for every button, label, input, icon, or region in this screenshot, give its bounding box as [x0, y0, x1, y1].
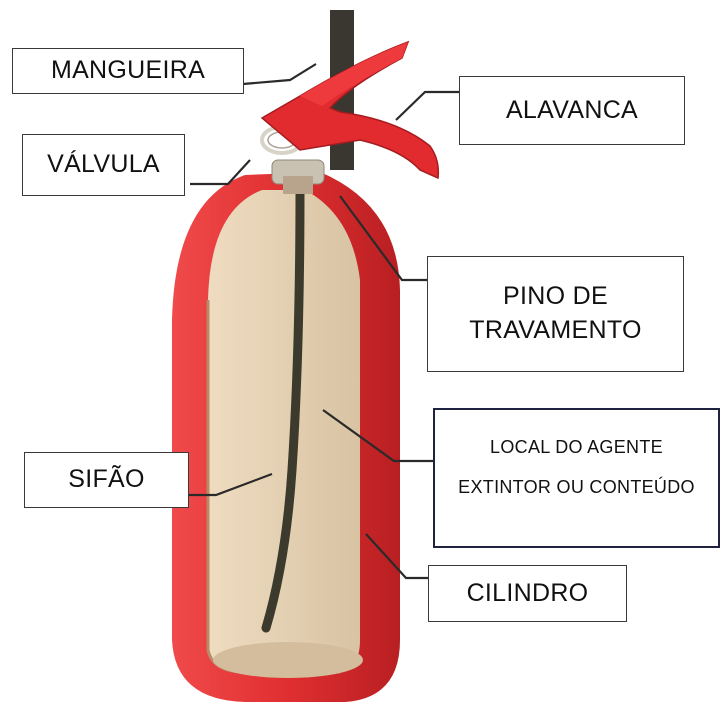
label-cilindro: CILINDRO [428, 565, 627, 622]
label-mangueira: MANGUEIRA [12, 48, 244, 94]
label-valvula-text: VÁLVULA [47, 148, 160, 182]
label-local-do-agente: LOCAL DO AGENTE EXTINTOR OU CONTEÚDO [433, 408, 720, 548]
label-local-line-2: EXTINTOR OU CONTEÚDO [458, 468, 695, 508]
label-alavanca-text: ALAVANCA [506, 94, 638, 128]
label-alavanca: ALAVANCA [459, 76, 685, 145]
label-sifao: SIFÃO [24, 452, 189, 508]
label-pino-line-2: TRAVAMENTO [469, 314, 641, 348]
cutaway-interior [208, 190, 360, 672]
leader-mangueira [243, 64, 316, 84]
label-valvula: VÁLVULA [22, 134, 185, 196]
label-mangueira-text: MANGUEIRA [51, 54, 205, 88]
label-pino-line-1: PINO DE [503, 280, 608, 314]
label-pino-de-travamento: PINO DE TRAVAMENTO [427, 256, 684, 372]
label-sifao-text: SIFÃO [68, 463, 145, 497]
label-local-line-1: LOCAL DO AGENTE [490, 428, 663, 468]
leader-alavanca [396, 92, 459, 120]
cylinder-bottom-bowl [213, 642, 363, 678]
label-cilindro-text: CILINDRO [467, 577, 589, 611]
valve-neck [283, 176, 313, 194]
